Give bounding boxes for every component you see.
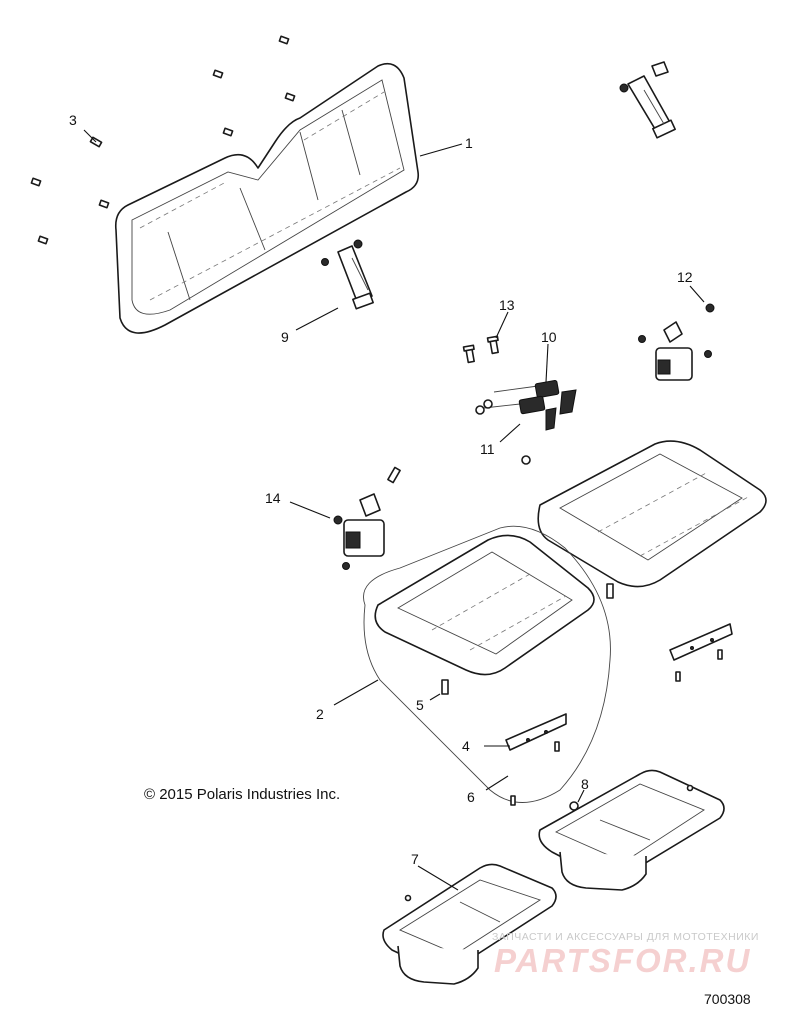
callout-4[interactable]: 4 [462, 738, 470, 754]
drawing-number: 700308 [704, 991, 751, 1007]
copyright-notice: © 2015 Polaris Industries Inc. [144, 786, 340, 803]
seat-backrest[interactable] [114, 62, 420, 334]
callout-13[interactable]: 13 [499, 297, 515, 313]
callout-10[interactable]: 10 [541, 329, 557, 345]
callout-11[interactable]: 11 [480, 441, 495, 457]
seat-mount-bracket-right[interactable] [669, 623, 733, 661]
callout-2[interactable]: 2 [316, 706, 324, 722]
backrest-screws[interactable] [30, 35, 296, 245]
storage-bin-left[interactable] [382, 863, 557, 985]
seat-cushion-left[interactable] [374, 534, 595, 676]
callout-1[interactable]: 1 [465, 135, 473, 151]
upper-seat-belt-anchor-bracket[interactable] [619, 61, 676, 139]
callout-5[interactable]: 5 [416, 697, 424, 713]
seat-group-outline [363, 525, 611, 803]
bin-fasteners[interactable] [404, 784, 694, 902]
watermark-logo: PARTSFOR.RU [494, 942, 751, 979]
leader-lines [83, 129, 705, 891]
storage-bin-right[interactable] [538, 769, 725, 891]
callout-9[interactable]: 9 [281, 329, 289, 345]
callout-12[interactable]: 12 [677, 269, 693, 285]
callout-6[interactable]: 6 [467, 789, 475, 805]
seat-cushion-right[interactable] [537, 440, 767, 588]
watermark: ЗАПЧАСТИ И АКСЕССУАРЫ ДЛЯ МОТОТЕХНИКИ PA… [492, 931, 759, 979]
callout-14[interactable]: 14 [265, 490, 281, 506]
seat-pins-and-screws[interactable] [441, 583, 723, 806]
callout-8[interactable]: 8 [581, 776, 589, 792]
seat-belt-anchor-bracket[interactable] [321, 239, 374, 310]
watermark-tagline: ЗАПЧАСТИ И АКСЕССУАРЫ ДЛЯ МОТОТЕХНИКИ [492, 931, 759, 943]
callout-numbers: 1 2 3 4 5 6 7 8 9 10 11 12 13 14 [69, 112, 693, 867]
seat-mount-bracket-left[interactable] [505, 713, 567, 751]
seat-belt-buckle-assembly[interactable] [475, 380, 577, 465]
callout-7[interactable]: 7 [411, 851, 419, 867]
seat-belt-retractor-right[interactable] [638, 303, 715, 381]
belt-mount-bolts[interactable] [462, 335, 501, 364]
callout-3[interactable]: 3 [69, 112, 77, 128]
seat-belt-retractor-left[interactable] [333, 466, 401, 570]
